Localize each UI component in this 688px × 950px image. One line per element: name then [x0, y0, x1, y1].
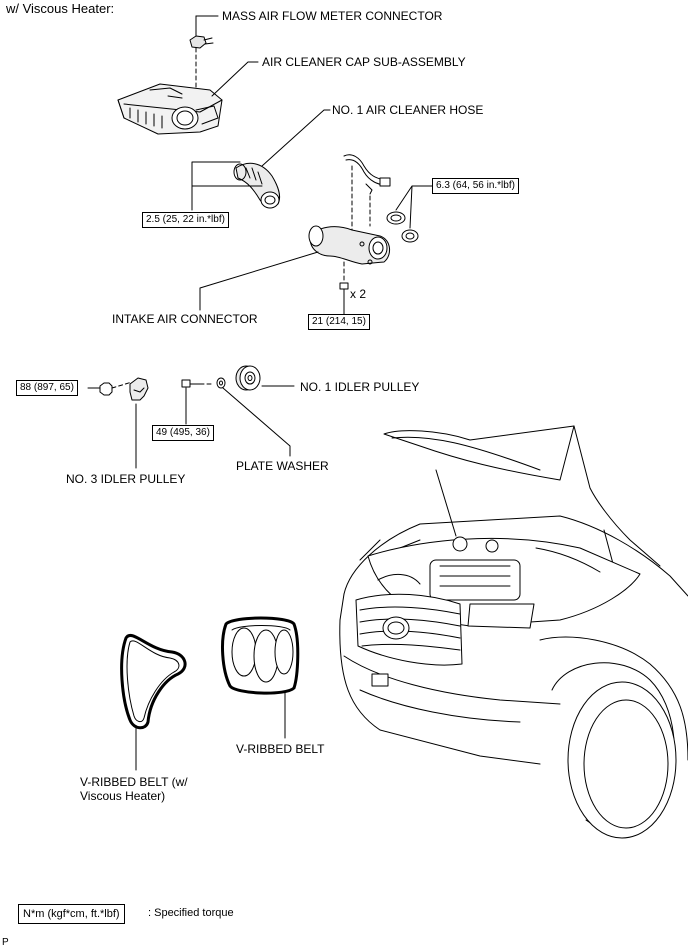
legend-description: : Specified torque — [148, 907, 234, 919]
v-ribbed-belt-viscous-part — [120, 634, 187, 730]
air-cleaner-cap-part — [117, 83, 223, 135]
intake-bolt-part — [339, 282, 349, 297]
leader-clamp-torque — [395, 185, 433, 229]
torque-connector-clamp: 6.3 (64, 56 in.*lbf) — [432, 178, 519, 194]
leader-intake-air-connector — [199, 251, 319, 311]
label-v-ribbed-belt-viscous-line2: Viscous Heater) — [80, 789, 166, 803]
no1-air-cleaner-hose-part — [233, 162, 281, 209]
mass-air-flow-connector-part — [189, 29, 214, 49]
no3-idler-nut-part — [99, 382, 113, 396]
harness-part — [343, 154, 391, 195]
label-v-ribbed-belt-viscous-line1: V-RIBBED BELT (w/ — [80, 775, 188, 789]
leader-air-cleaner-cap — [211, 61, 259, 97]
intake-air-connector-part — [308, 225, 390, 265]
leader-plate-washer — [222, 387, 291, 457]
torque-intake-bolt: 21 (214, 15) — [308, 314, 370, 330]
leader-air-cleaner-hose — [261, 109, 331, 167]
label-mass-air-flow-connector: MASS AIR FLOW METER CONNECTOR — [222, 9, 443, 23]
plate-washer-part — [216, 377, 226, 389]
torque-no3-idler: 88 (897, 65) — [16, 380, 78, 396]
vehicle-illustration — [339, 425, 688, 839]
legend-unit-box: N*m (kgf*cm, ft.*lbf) — [18, 904, 125, 924]
clamp-parts — [386, 211, 419, 243]
label-v-ribbed-belt: V-RIBBED BELT — [236, 742, 325, 756]
dashed-no3-line — [111, 381, 133, 389]
label-air-cleaner-cap: AIR CLEANER CAP SUB-ASSEMBLY — [262, 55, 466, 69]
label-no3-idler-pulley: NO. 3 IDLER PULLEY — [66, 472, 186, 486]
label-no1-idler-pulley: NO. 1 IDLER PULLEY — [300, 380, 420, 394]
torque-hose-clamp: 2.5 (25, 22 in.*lbf) — [142, 212, 229, 228]
label-no1-air-cleaner-hose: NO. 1 AIR CLEANER HOSE — [332, 103, 484, 117]
no1-idler-bolt-part — [181, 379, 201, 388]
no3-idler-pulley-part — [129, 377, 149, 401]
diagram-heading: w/ Viscous Heater: — [6, 1, 115, 16]
footer-mark: P — [2, 937, 9, 948]
label-plate-washer: PLATE WASHER — [236, 459, 329, 473]
torque-no1-idler: 49 (495, 36) — [152, 425, 214, 441]
label-intake-air-connector: INTAKE AIR CONNECTOR — [112, 312, 258, 326]
label-quantity-x2: x 2 — [350, 287, 367, 301]
no1-idler-pulley-part — [235, 365, 261, 391]
leader-hose-torque — [191, 161, 263, 211]
v-ribbed-belt-part — [221, 616, 300, 695]
